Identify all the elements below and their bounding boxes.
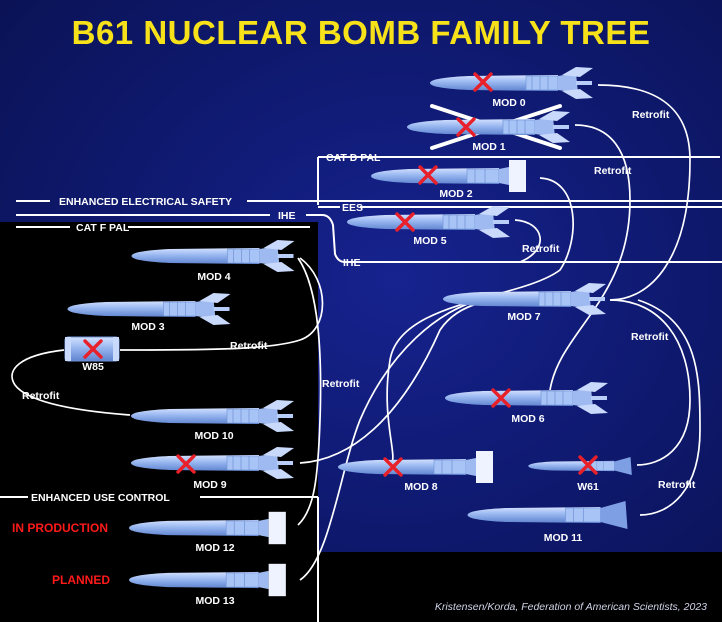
page-title: B61 NUCLEAR BOMB FAMILY TREE [71, 14, 651, 51]
svg-text:MOD 4: MOD 4 [197, 271, 230, 283]
retrofit-label: Retrofit [631, 331, 669, 343]
retrofit-label: Retrofit [594, 165, 632, 177]
svg-text:W85: W85 [82, 361, 104, 373]
retrofit-mod1-mod6 [549, 124, 631, 391]
retrofit-label: Retrofit [632, 109, 670, 121]
bomb-w85: W85 [64, 336, 120, 373]
bottom-black-band [0, 552, 722, 622]
retrofit-mod4-mod12 [297, 257, 322, 526]
bomb-mod5: MOD 5 [346, 206, 511, 247]
label-in-production: IN PRODUCTION [12, 521, 108, 535]
label-enhanced-use-control: ENHANCED USE CONTROL [31, 492, 170, 504]
retrofit-label: Retrofit [658, 479, 696, 491]
retrofit-w85-mod10 [11, 349, 131, 416]
retrofit-label: Retrofit [22, 390, 60, 402]
bomb-mod10: MOD 10 [130, 400, 295, 442]
svg-text:MOD 8: MOD 8 [404, 481, 437, 493]
svg-text:MOD 12: MOD 12 [195, 542, 234, 554]
label-cat-f-pal: CAT F PAL [76, 222, 130, 234]
bomb-mod13: MOD 13 [128, 563, 287, 607]
retrofit-mod4-w85 [119, 257, 324, 351]
source-credit: Kristensen/Korda, Federation of American… [435, 601, 707, 613]
label-ihe-left: IHE [278, 210, 296, 222]
label-planned: PLANNED [52, 573, 110, 587]
svg-text:MOD 6: MOD 6 [511, 413, 544, 425]
bomb-mod9: MOD 9 [130, 447, 295, 491]
bomb-mod6: MOD 6 [444, 382, 609, 425]
svg-text:MOD 2: MOD 2 [439, 188, 472, 200]
label-enhanced-electrical-safety: ENHANCED ELECTRICAL SAFETY [59, 196, 232, 208]
svg-text:MOD 13: MOD 13 [195, 595, 234, 607]
svg-text:MOD 3: MOD 3 [131, 321, 164, 333]
svg-text:MOD 5: MOD 5 [413, 235, 446, 247]
bomb-mod12: MOD 12 [128, 511, 287, 554]
retrofit-mod0-mod7 [597, 84, 691, 301]
bomb-mod0: MOD 0 [429, 67, 594, 109]
category-lines [0, 156, 722, 622]
retrofit-mod13-mod7 [299, 299, 481, 581]
retrofit-mod5-mod7 [514, 219, 541, 263]
retrofit-mod7-w61 [609, 299, 691, 466]
label-cat-d-pal: CAT D PAL [326, 152, 381, 164]
svg-text:MOD 0: MOD 0 [492, 97, 525, 109]
line-ihe [16, 214, 722, 263]
svg-text:MOD 9: MOD 9 [193, 479, 226, 491]
bomb-mod11: MOD 11 [466, 500, 629, 544]
bomb-mod3: MOD 3 [66, 293, 232, 333]
retrofit-mod7-mod11 [637, 299, 701, 516]
bomb-mod7: MOD 7 [442, 283, 607, 323]
svg-text:MOD 11: MOD 11 [544, 532, 583, 544]
bomb-w61: W61 [527, 455, 633, 493]
svg-text:MOD 1: MOD 1 [472, 141, 505, 153]
retrofit-label: Retrofit [522, 243, 560, 255]
retrofit-label: Retrofit [322, 378, 360, 390]
bomb-mod2: MOD 2 [370, 160, 527, 200]
bomb-mod1: MOD 1 [406, 111, 571, 153]
svg-text:MOD 10: MOD 10 [194, 430, 233, 442]
svg-text:MOD 7: MOD 7 [507, 311, 540, 323]
svg-text:W61: W61 [577, 481, 599, 493]
retrofit-label: Retrofit [230, 340, 268, 352]
bomb-mod8: MOD 8 [337, 451, 494, 493]
label-ees: EES [342, 202, 363, 214]
bomb-mod4: MOD 4 [130, 240, 296, 283]
label-ihe-right: IHE [343, 257, 361, 269]
